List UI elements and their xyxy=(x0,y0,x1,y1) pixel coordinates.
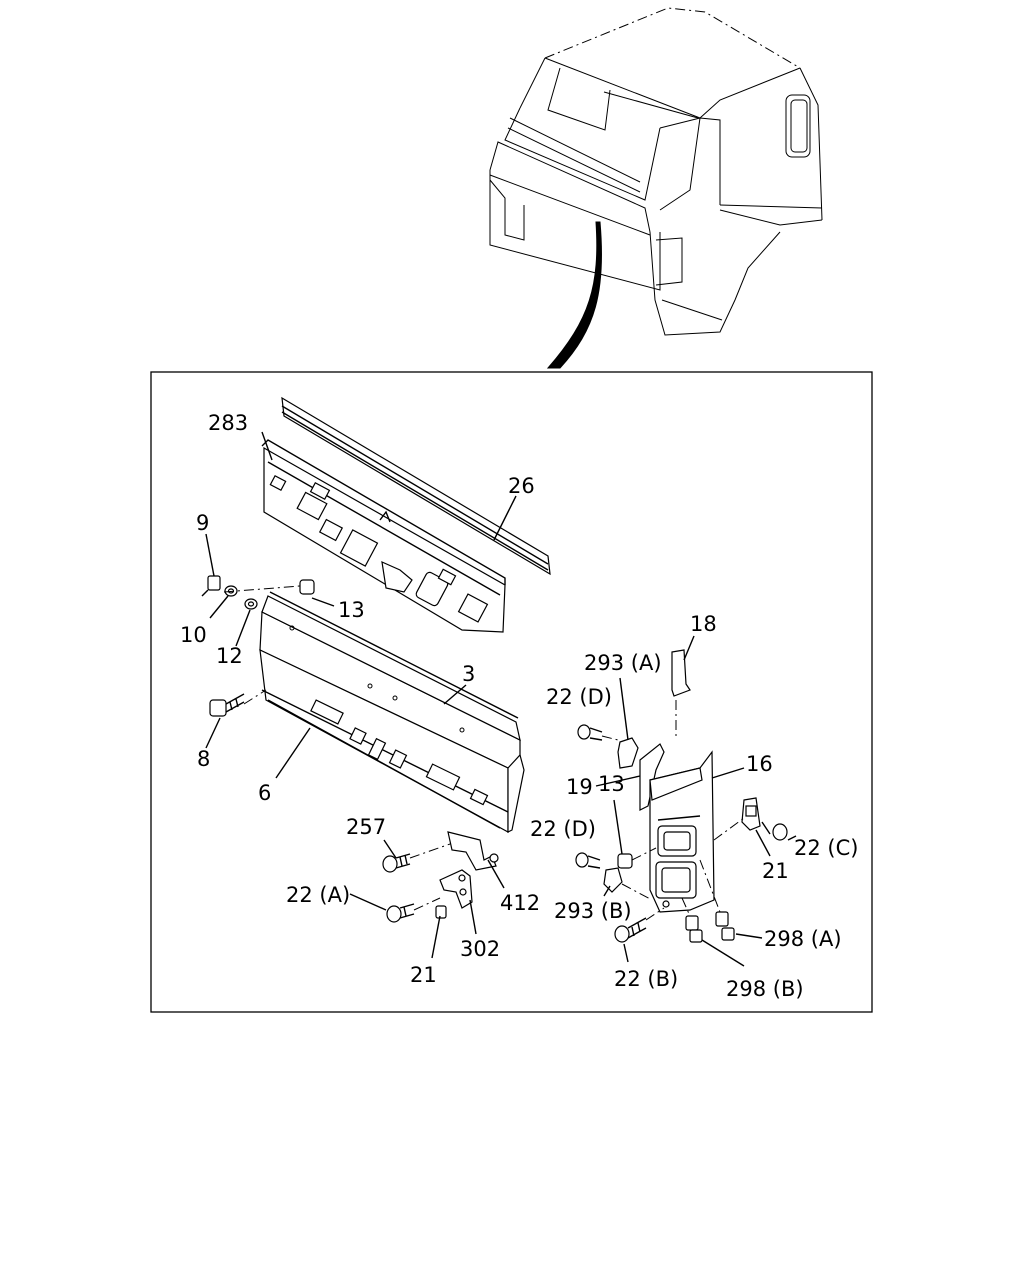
detail-frame xyxy=(150,371,873,1013)
bolt-22B xyxy=(614,917,647,943)
label-22D-top: 22 (D) xyxy=(546,685,612,709)
panel-19 xyxy=(639,743,665,811)
label-298B: 298 (B) xyxy=(726,977,804,1001)
label-13-right: 13 xyxy=(598,772,625,796)
label-293A: 293 (A) xyxy=(584,651,662,675)
clip-21b xyxy=(741,797,761,831)
label-22A: 22 (A) xyxy=(286,883,350,907)
bolt-257 xyxy=(382,853,411,873)
label-13-left: 13 xyxy=(338,598,365,622)
bolt-22D-mid xyxy=(575,852,601,869)
leader-lines xyxy=(205,431,797,967)
grommet-298A xyxy=(715,911,735,941)
bracket-302 xyxy=(435,869,473,919)
nut-13b xyxy=(617,853,633,869)
bolt-8 xyxy=(209,693,245,717)
bolt-22C xyxy=(761,821,788,841)
rail-26 xyxy=(281,396,551,576)
washer-12 xyxy=(244,598,258,610)
grommet-298B xyxy=(685,915,703,943)
bolt-22D-top xyxy=(577,724,603,741)
nut-13a xyxy=(299,579,315,595)
label-9: 9 xyxy=(196,511,209,535)
panel-283 xyxy=(261,439,506,633)
label-283: 283 xyxy=(208,411,248,435)
label-10: 10 xyxy=(180,623,207,647)
label-22D-mid: 22 (D) xyxy=(530,817,596,841)
bracket-18 xyxy=(671,649,691,697)
label-22B: 22 (B) xyxy=(614,967,678,991)
label-19: 19 xyxy=(566,775,593,799)
label-6: 6 xyxy=(258,781,271,805)
label-12: 12 xyxy=(216,644,243,668)
panel-3 xyxy=(259,591,521,769)
part-labels: 283 26 9 13 10 12 3 8 6 257 412 22 (A) 2… xyxy=(180,411,858,1001)
label-22C: 22 (C) xyxy=(794,836,858,860)
clip-293B xyxy=(603,867,623,893)
label-21-right: 21 xyxy=(762,859,789,883)
bolt-9 xyxy=(201,575,221,597)
label-293B: 293 (B) xyxy=(554,899,632,923)
bolt-22A xyxy=(386,903,415,923)
label-412: 412 xyxy=(500,891,540,915)
label-302: 302 xyxy=(460,937,500,961)
cab-overview xyxy=(489,7,823,369)
label-26: 26 xyxy=(508,474,535,498)
label-18: 18 xyxy=(690,612,717,636)
label-8: 8 xyxy=(197,747,210,771)
clip-293A xyxy=(617,737,639,769)
label-257: 257 xyxy=(346,815,386,839)
label-298A: 298 (A) xyxy=(764,927,842,951)
label-16: 16 xyxy=(746,752,773,776)
label-21-left: 21 xyxy=(410,963,437,987)
corner-panel-16 xyxy=(649,750,715,913)
label-3: 3 xyxy=(462,662,475,686)
bracket-412 xyxy=(447,831,499,871)
panel-6 xyxy=(259,648,525,834)
